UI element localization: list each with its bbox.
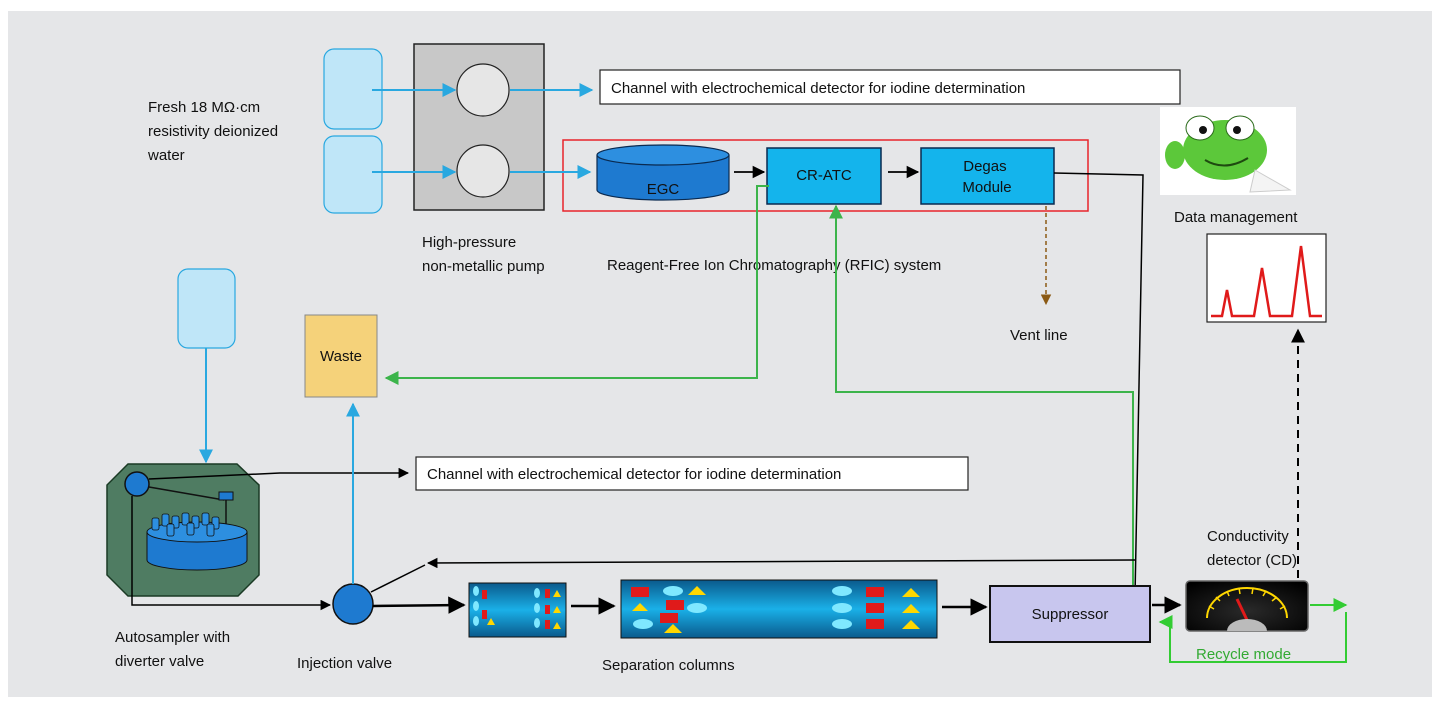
channel-mid-label: Channel with electrochemical detector fo… xyxy=(427,466,841,483)
suppressor-to-cratc-line xyxy=(829,204,1134,585)
cratc-to-waste-line xyxy=(384,185,769,385)
autosampler-to-channel-arrow xyxy=(148,467,410,480)
recycle-label: Recycle mode xyxy=(1196,646,1291,663)
cd-label: Conductivity detector (CD) xyxy=(1207,528,1297,569)
waste-container xyxy=(304,314,378,398)
autosampler-label: Autosampler with diverter valve xyxy=(115,629,234,670)
column-icon xyxy=(468,582,567,638)
pump-head-icon xyxy=(456,144,510,198)
chromatogram-icon xyxy=(1206,233,1327,323)
vent-label: Vent line xyxy=(1010,327,1068,344)
autosampler-to-injection-arrow xyxy=(131,496,332,611)
cratc-label: CR-ATC xyxy=(796,167,852,184)
rfic-label: Reagent-Free Ion Chromatography (RFIC) s… xyxy=(607,257,941,274)
recycle-loop-line xyxy=(1158,612,1347,663)
cratc-module xyxy=(766,147,882,205)
column-icon xyxy=(620,579,938,639)
separation-label: Separation columns xyxy=(602,657,735,674)
gauge-icon xyxy=(1185,580,1309,632)
water-label: Fresh 18 MΩ·cm resistivity deionized wat… xyxy=(147,99,282,164)
channel-top-box xyxy=(599,69,1181,105)
egc-label: EGC xyxy=(647,181,680,198)
injection-to-column-arrow xyxy=(372,596,466,614)
channel-mid-box xyxy=(415,456,969,491)
water-reservoir-icon xyxy=(323,135,383,214)
channel-top-label: Channel with electrochemical detector fo… xyxy=(611,80,1025,97)
degas-to-suppressor-line xyxy=(1053,172,1144,597)
injection-valve xyxy=(332,583,374,625)
pump-head-icon xyxy=(456,63,510,117)
autosampler-icon xyxy=(106,463,260,597)
return-to-injection-line xyxy=(426,557,1136,569)
injection-label: Injection valve xyxy=(297,655,392,672)
suppressor-module xyxy=(989,585,1151,643)
rfic-frame xyxy=(562,139,1089,212)
suppressor-label: Suppressor xyxy=(1032,606,1109,623)
egc-cartridge-top xyxy=(596,144,730,166)
pump-label: High-pressure non-metallic pump xyxy=(422,234,545,275)
data-management-label: Data management xyxy=(1174,209,1298,226)
degas-label: Degas Module xyxy=(962,158,1011,196)
mascot-icon xyxy=(1160,107,1296,195)
valve-return-stub xyxy=(370,564,426,593)
egc-cartridge xyxy=(596,155,730,201)
degas-module xyxy=(920,147,1055,205)
water-reservoir-icon xyxy=(177,268,236,349)
waste-label: Waste xyxy=(320,348,362,365)
